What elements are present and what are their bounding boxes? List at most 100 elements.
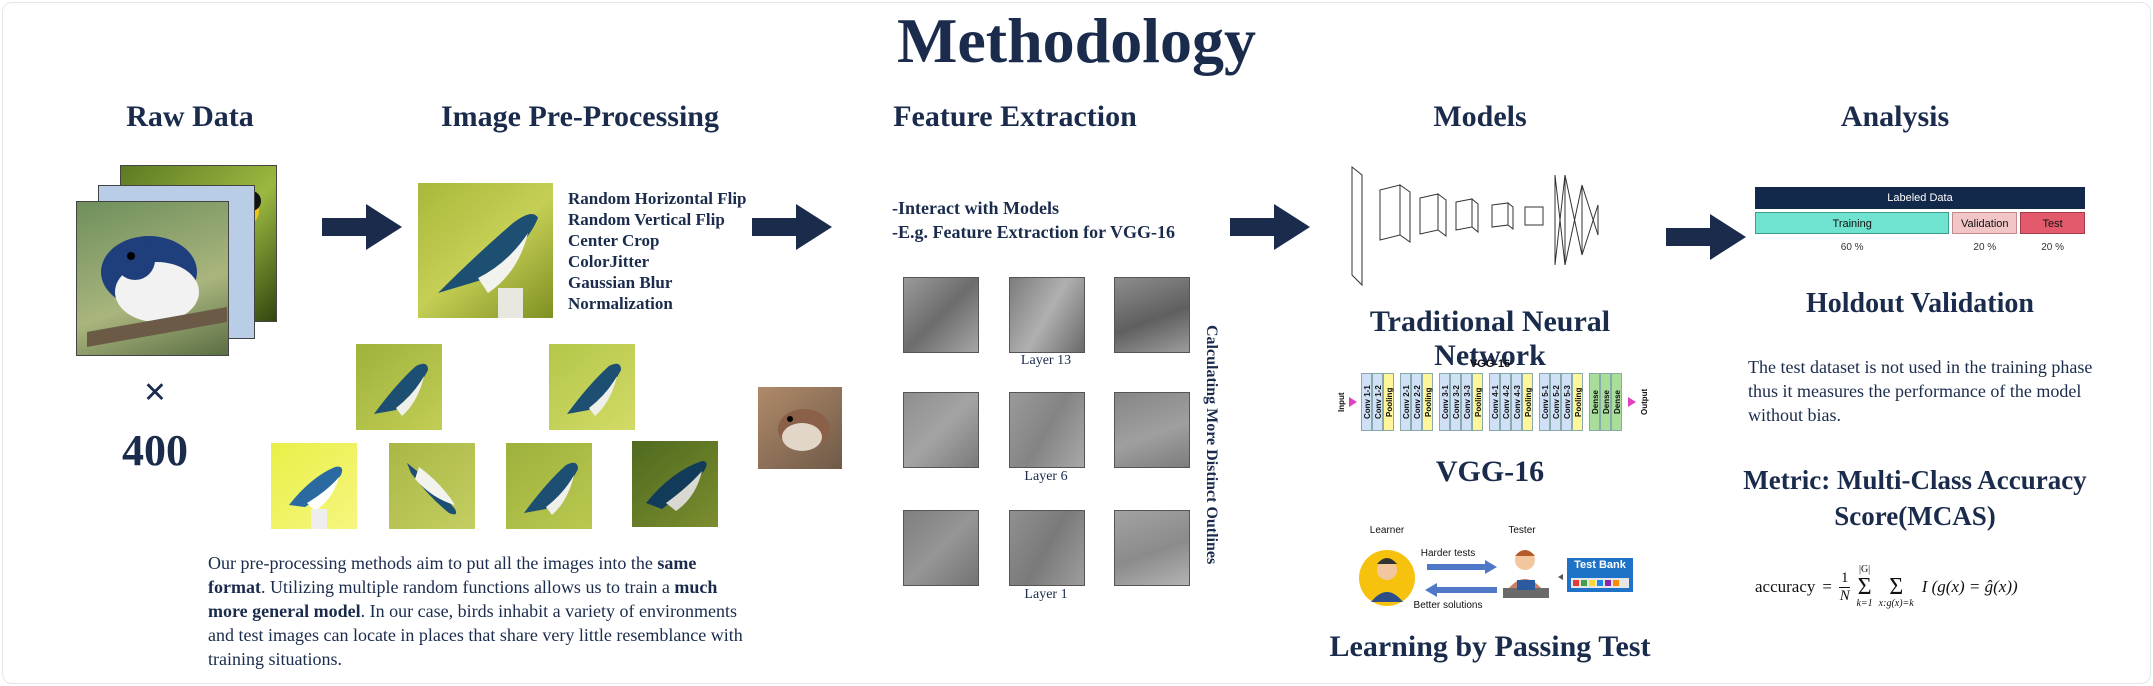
description-text: . Utilizing multiple random functions al… xyxy=(260,577,675,597)
vgg-layer-block: Conv 2-1 xyxy=(1400,373,1411,431)
vgg-input-arrow-icon xyxy=(1349,397,1357,407)
vgg-layer-block: Conv 4-1 xyxy=(1489,373,1500,431)
swallow-photo-main xyxy=(418,183,553,318)
learning-diagram xyxy=(1359,550,1633,606)
times-symbol: × xyxy=(143,369,167,414)
vgg16-label: VGG-16 xyxy=(1435,455,1545,488)
preprocessing-item: Normalization xyxy=(568,294,673,313)
test-split-bar: Test xyxy=(2020,212,2085,234)
vgg-layer-block: Pooling xyxy=(1472,373,1483,431)
holdout-validation-heading: Holdout Validation xyxy=(1806,288,2034,319)
preprocessing-list: Random Horizontal Flip Random Vertical F… xyxy=(568,188,778,314)
better-solutions-label: Better solutions xyxy=(1413,600,1483,611)
vgg-layer-block: Conv 3-3 xyxy=(1461,373,1472,431)
vgg-layer-block: Dense xyxy=(1589,373,1600,431)
sum-lower-limit: k=1 xyxy=(1856,598,1873,609)
validation-split-bar: Validation xyxy=(1952,212,2018,234)
section-models: Models xyxy=(1433,100,1527,133)
section-feature-extraction: Feature Extraction xyxy=(893,100,1137,133)
augmented-photo xyxy=(506,443,592,529)
harder-tests-label: Harder tests xyxy=(1420,548,1476,559)
layer-label: Layer 6 xyxy=(1024,469,1068,484)
sum-symbol: Σ xyxy=(1889,574,1904,600)
augmented-photo xyxy=(356,344,442,430)
arrow-right-icon xyxy=(1666,214,1746,260)
preprocessing-item: Gaussian Blur xyxy=(568,273,673,292)
test-bank-label: Test Bank xyxy=(1574,559,1626,571)
vgg-layer-block: Conv 3-2 xyxy=(1450,373,1461,431)
feature-map xyxy=(903,277,979,353)
feature-notes: -Interact with Models -E.g. Feature Extr… xyxy=(892,196,1175,244)
vgg-layer-block: Dense xyxy=(1600,373,1611,431)
validation-percent: 20 % xyxy=(1973,242,1997,253)
feature-map xyxy=(903,392,979,468)
preprocessing-description: Our pre-processing methods aim to put al… xyxy=(208,551,748,671)
vgg-diagram-title: VGG-16 xyxy=(1469,358,1511,370)
description-text: Our pre-processing methods aim to put al… xyxy=(208,553,658,573)
bird-photo-test xyxy=(758,387,842,469)
formula-lhs: accuracy xyxy=(1755,577,1816,596)
augmented-photo xyxy=(389,443,475,529)
neural-network-diagram xyxy=(1351,165,1599,287)
bird-photo-front xyxy=(76,201,229,356)
formula-equals: = xyxy=(1822,577,1832,596)
outlines-label: Calculating More Distinct Outlines xyxy=(1203,325,1220,565)
holdout-description: The test dataset is not used in the trai… xyxy=(1748,357,2093,425)
learner-label: Learner xyxy=(1369,525,1405,536)
vgg-layer-block: Conv 4-3 xyxy=(1511,373,1522,431)
image-count: 400 xyxy=(122,426,188,475)
training-percent: 60 % xyxy=(1840,242,1864,253)
preprocessing-item: ColorJitter xyxy=(568,252,650,271)
feature-note-line: -Interact with Models xyxy=(892,198,1059,218)
vgg-layer-block: Conv 5-1 xyxy=(1539,373,1550,431)
lpt-label: Learning by Passing Test xyxy=(1329,630,1651,663)
sum-lower-limit: x:g(x)=k xyxy=(1878,598,1914,609)
vgg-layer-block: Conv 2-2 xyxy=(1411,373,1422,431)
labeled-data-bar: Labeled Data xyxy=(1755,187,2085,209)
vgg-layer-block: Conv 4-2 xyxy=(1500,373,1511,431)
feature-map xyxy=(1009,277,1085,353)
vgg-output-arrow-icon xyxy=(1628,397,1636,407)
feature-map xyxy=(1114,277,1190,353)
page-title: Methodology xyxy=(896,5,1257,76)
description-text: . In our case, birds inhabit a variety o… xyxy=(208,601,743,669)
sum-symbol: Σ xyxy=(1857,574,1872,600)
section-raw-data: Raw Data xyxy=(126,100,254,133)
layer-label: Layer 13 xyxy=(1020,353,1072,368)
traditional-nn-label: Traditional Neural Network xyxy=(1369,305,1611,372)
vgg-layer-block: Conv 5-2 xyxy=(1550,373,1561,431)
feature-map xyxy=(1114,392,1190,468)
vgg-layer-block: Conv 5-3 xyxy=(1561,373,1572,431)
sum-upper-limit: |G| xyxy=(1858,564,1871,575)
augmented-photo xyxy=(271,443,357,529)
description-bold: much more general model xyxy=(208,577,718,621)
arrow-right-icon xyxy=(322,204,402,250)
formula-sum-outer: |G| Σ k=1 xyxy=(1856,564,1872,610)
augmented-photo xyxy=(549,344,635,430)
vgg-layer-block: Conv 3-1 xyxy=(1439,373,1450,431)
formula-body: I (g(x) = ĝ(x)) xyxy=(1921,577,2018,596)
vgg-layer-block: Dense xyxy=(1611,373,1622,431)
layer-label: Layer 1 xyxy=(1024,587,1068,602)
description-bold: same format xyxy=(208,553,697,597)
arrow-right-icon xyxy=(752,204,832,250)
accuracy-formula: accuracy = 1 N |G| Σ k=1 Σ x:g(x)=k I (g… xyxy=(1755,560,2018,614)
vgg-layer-block: Conv 1-1 xyxy=(1361,373,1372,431)
preprocessing-item: Random Horizontal Flip xyxy=(568,189,747,208)
arrow-right-icon xyxy=(1230,204,1310,250)
formula-sum-inner: Σ x:g(x)=k xyxy=(1879,564,1914,610)
feature-map xyxy=(1009,392,1085,468)
preprocessing-item: Random Vertical Flip xyxy=(568,210,725,229)
section-image-preprocessing: Image Pre-Processing xyxy=(441,100,719,133)
vgg-layer-block: Conv 1-2 xyxy=(1372,373,1383,431)
fraction-numerator: 1 xyxy=(1838,569,1851,588)
feature-note-line: -E.g. Feature Extraction for VGG-16 xyxy=(892,222,1175,242)
metric-heading: Metric: Multi-Class Accuracy Score(MCAS) xyxy=(1743,465,2087,531)
vgg-layer-block: Pooling xyxy=(1422,373,1433,431)
vgg-layer-block: Pooling xyxy=(1383,373,1394,431)
vgg-layer-block: Pooling xyxy=(1522,373,1533,431)
tester-label: Tester xyxy=(1508,525,1536,536)
feature-map xyxy=(1114,510,1190,586)
